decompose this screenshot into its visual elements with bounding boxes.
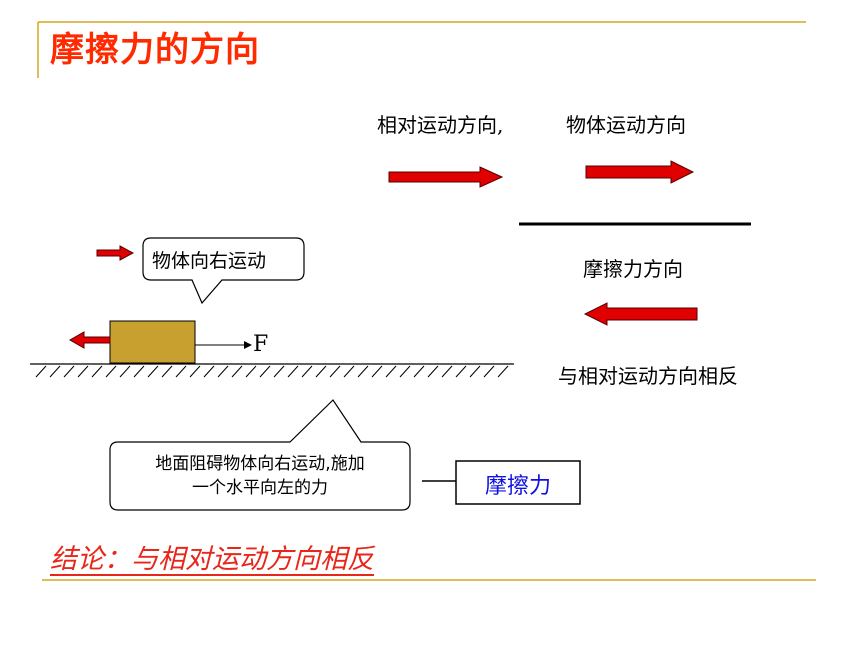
friction-direction-label: 摩擦力方向 (583, 257, 683, 281)
force-arrow (195, 341, 252, 349)
conclusion-text: 结论：与相对运动方向相反 (50, 544, 374, 575)
object-motion-label: 物体运动方向 (566, 113, 686, 137)
relative-motion-label: 相对运动方向, (377, 113, 504, 137)
force-label: F (253, 332, 269, 357)
callout-top-text: 物体向右运动 (152, 250, 267, 272)
block-friction-arrow (68, 331, 111, 349)
object-motion-arrow (585, 160, 695, 184)
callout-bubble-bottom (109, 399, 411, 511)
relative-motion-arrow (388, 166, 504, 188)
callout-bottom-line1: 地面阻碍物体向右运动,施加 (155, 454, 365, 474)
callout-bottom-line2: 一个水平向左的力 (192, 478, 328, 498)
friction-arrow-left (583, 302, 698, 326)
callout-bubble-top (142, 237, 305, 305)
block (109, 320, 196, 364)
opposite-direction-label: 与相对运动方向相反 (558, 364, 738, 388)
slide-title: 摩擦力的方向 (50, 30, 260, 70)
friction-box (455, 460, 581, 505)
ground-hatching (35, 365, 509, 378)
friction-box-label: 摩擦力 (484, 474, 551, 499)
small-right-arrow (96, 245, 135, 261)
